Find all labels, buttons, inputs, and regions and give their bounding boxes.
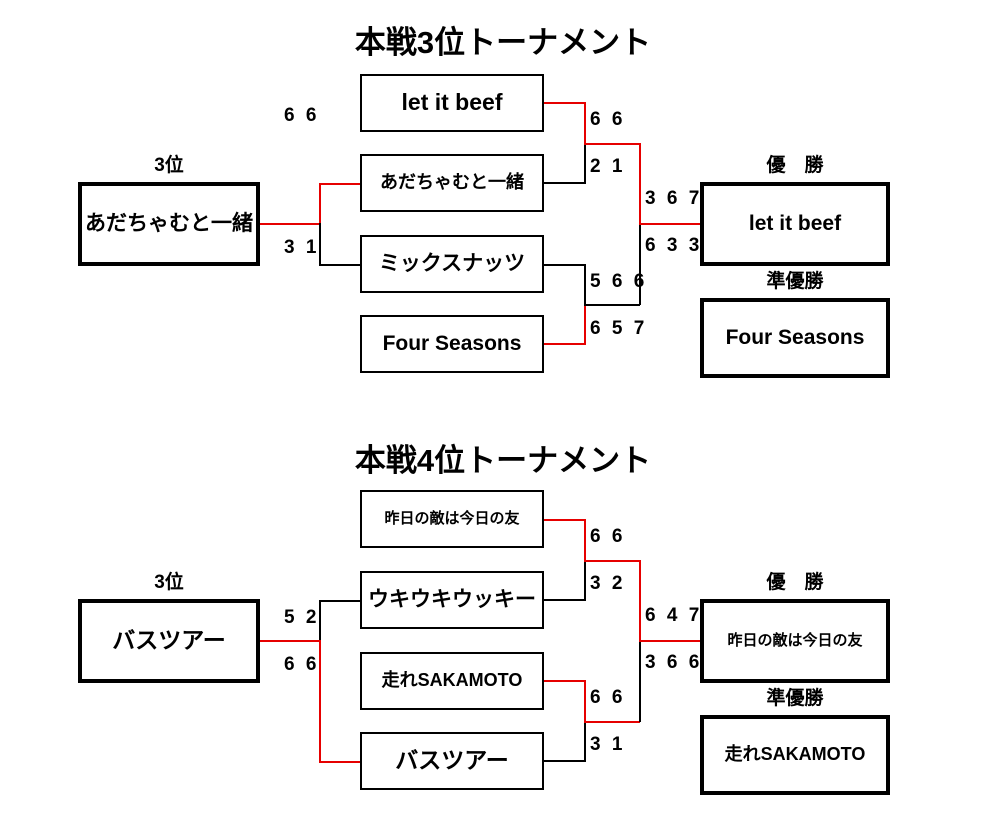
connector-seed-h-upper: [260, 223, 320, 225]
runnerup-team-label-upper: Four Seasons: [725, 326, 865, 350]
connector-r2top-from-entry2-lower: [544, 599, 586, 601]
champion-box-upper[interactable]: let it beef: [700, 182, 890, 266]
round1-team-label-2-lower: ウキウキウッキー: [368, 588, 536, 612]
bracket-title-upper: 本戦3位トーナメント: [354, 25, 652, 60]
round2-bottom-score-lower-lower: 3 1: [590, 734, 626, 755]
seed-score-bottom-upper: 3 1: [284, 237, 320, 258]
connector-r2top-v-upper-lower: [584, 519, 586, 561]
seed-caption-lower: 3位: [154, 572, 184, 593]
connector-r2bot-v-upper-lower: [584, 680, 586, 722]
round1-box-1-upper[interactable]: let it beef: [360, 74, 544, 132]
round1-box-4-lower[interactable]: バスツアー: [360, 732, 544, 790]
connector-final-v-lower-lower: [639, 640, 641, 722]
connector-r2bot-from-entry3-upper: [544, 264, 586, 266]
seed-box-lower[interactable]: バスツアー: [78, 599, 260, 683]
connector-final-v-upper-lower: [639, 560, 641, 641]
connector-r2top-v-lower-lower: [584, 560, 586, 600]
round1-box-4-upper[interactable]: Four Seasons: [360, 315, 544, 373]
connector-r2bot-v-upper-upper: [584, 264, 586, 306]
round1-team-label-4-lower: バスツアー: [395, 747, 509, 774]
seed-caption-upper: 3位: [154, 155, 184, 176]
connector-seed-v-down-lower: [319, 640, 321, 763]
champion-caption-lower: 優 勝: [766, 572, 824, 593]
champion-team-label-upper: let it beef: [748, 212, 842, 236]
connector-final-v-lower-upper: [639, 223, 641, 305]
runnerup-caption-lower: 準優勝: [766, 688, 824, 709]
connector-r2bot-v-lower-upper: [584, 304, 586, 345]
round1-box-3-lower[interactable]: 走れSAKAMOTO: [360, 652, 544, 710]
bracket-title-lower: 本戦4位トーナメント: [354, 443, 652, 478]
runnerup-caption-upper: 準優勝: [766, 271, 824, 292]
seed-score-top-upper: 6 6: [284, 105, 320, 126]
connector-final-to-champion-lower: [639, 640, 701, 642]
connector-seed-v-up-lower: [319, 600, 321, 641]
round1-team-label-3-lower: 走れSAKAMOTO: [381, 670, 523, 691]
final-score-upper-upper: 3 6 7: [645, 188, 703, 209]
runnerup-team-label-lower: 走れSAKAMOTO: [724, 744, 866, 765]
round2-top-score-lower-upper: 2 1: [590, 156, 626, 177]
connector-final-v-upper-upper: [639, 143, 641, 224]
connector-final-to-champion-upper: [639, 223, 701, 225]
round1-team-label-2-upper: あだちゃむと一緒: [380, 172, 524, 193]
round2-top-score-upper-upper: 6 6: [590, 109, 626, 130]
seed-box-upper[interactable]: あだちゃむと一緒: [78, 182, 260, 266]
connector-r2bot-v-lower-lower: [584, 721, 586, 761]
round2-top-score-lower-lower: 3 2: [590, 573, 626, 594]
seed-score-top-lower: 5 2: [284, 607, 320, 628]
connector-seed-to-entry2-upper: [319, 183, 360, 185]
round2-bottom-score-lower-upper: 6 5 7: [590, 318, 648, 339]
round1-box-2-upper[interactable]: あだちゃむと一緒: [360, 154, 544, 212]
round1-team-label-1-lower: 昨日の敵は今日の友: [384, 509, 520, 527]
connector-r2top-from-entry2-upper: [544, 182, 586, 184]
connector-final-from-top-upper: [584, 143, 640, 145]
champion-team-label-lower: 昨日の敵は今日の友: [727, 631, 863, 649]
round1-box-1-lower[interactable]: 昨日の敵は今日の友: [360, 490, 544, 548]
connector-r2top-v-upper-upper: [584, 102, 586, 144]
connector-r2bot-from-entry4-upper: [544, 343, 586, 345]
connector-seed-to-entry4-lower: [319, 761, 360, 763]
connector-final-from-top-lower: [584, 560, 640, 562]
round1-box-3-upper[interactable]: ミックスナッツ: [360, 235, 544, 293]
connector-seed-v-up-upper: [319, 183, 321, 224]
round2-bottom-score-upper-upper: 5 6 6: [590, 271, 648, 292]
connector-final-from-bottom-lower: [584, 721, 640, 723]
champion-caption-upper: 優 勝: [766, 155, 824, 176]
seed-team-label-lower: バスツアー: [112, 627, 226, 654]
round1-team-label-1-upper: let it beef: [401, 89, 503, 116]
round1-box-2-lower[interactable]: ウキウキウッキー: [360, 571, 544, 629]
round2-bottom-score-upper-lower: 6 6: [590, 687, 626, 708]
connector-seed-to-entry3-upper: [319, 264, 360, 266]
connector-r2bot-from-entry3-lower: [544, 680, 586, 682]
connector-r2top-from-entry1-lower: [544, 519, 586, 521]
seed-team-label-upper: あだちゃむと一緒: [85, 212, 253, 236]
seed-score-bottom-lower: 6 6: [284, 654, 320, 675]
connector-r2top-from-entry1-upper: [544, 102, 586, 104]
connector-seed-v-down-upper: [319, 223, 321, 265]
round1-team-label-3-upper: ミックスナッツ: [378, 252, 526, 276]
connector-seed-to-entry2-lower: [319, 600, 360, 602]
runnerup-box-upper[interactable]: Four Seasons: [700, 298, 890, 378]
champion-box-lower[interactable]: 昨日の敵は今日の友: [700, 599, 890, 683]
final-score-lower-upper: 6 3 3: [645, 235, 703, 256]
final-score-upper-lower: 6 4 7: [645, 605, 703, 626]
round2-top-score-upper-lower: 6 6: [590, 526, 626, 547]
runnerup-box-lower[interactable]: 走れSAKAMOTO: [700, 715, 890, 795]
connector-final-from-bottom-upper: [584, 304, 640, 306]
round1-team-label-4-upper: Four Seasons: [382, 332, 522, 356]
connector-seed-h-lower: [260, 640, 320, 642]
connector-r2bot-from-entry4-lower: [544, 760, 586, 762]
final-score-lower-lower: 3 6 6: [645, 652, 703, 673]
connector-r2top-v-lower-upper: [584, 143, 586, 183]
